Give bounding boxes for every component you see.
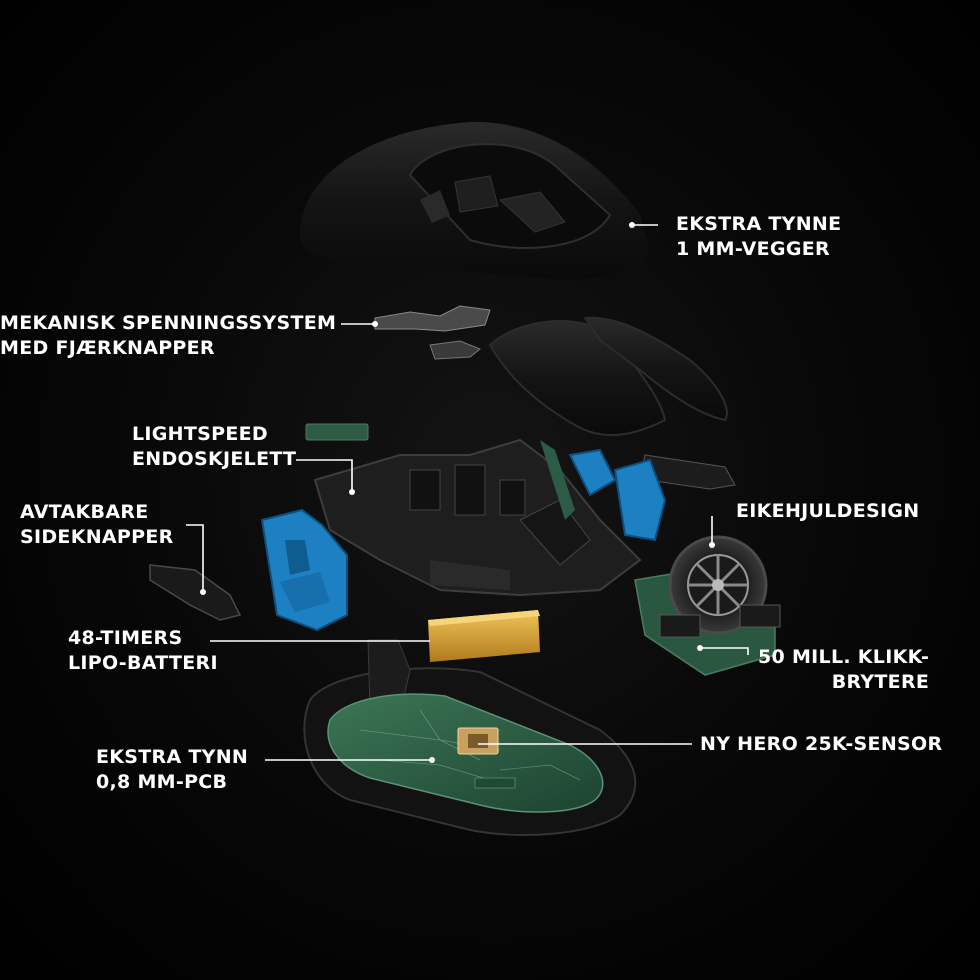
callout-switches-line2: BRYTERE [831, 671, 930, 693]
callout-tension-system: MEKANISK SPENNINGSSYSTEM MED FJÆRKNAPPER [0, 311, 336, 361]
callout-side-buttons-line1: AVTAKBARE [20, 501, 149, 523]
callout-side-buttons: AVTAKBARE SIDEKNAPPER [20, 500, 174, 550]
callout-wheel: EIKEHJULDESIGN [736, 499, 919, 524]
callout-battery-line2: LIPO-BATTERI [68, 652, 218, 674]
callout-pcb-line2: 0,8 MM-PCB [96, 771, 228, 793]
callout-sensor-line1: NY HERO 25K-SENSOR [700, 733, 943, 755]
callout-sensor: NY HERO 25K-SENSOR [700, 732, 942, 757]
callout-exoskeleton-line1: LIGHTSPEED [132, 423, 268, 445]
detachable-side-buttons [149, 564, 242, 621]
callout-wheel-line1: EIKEHJULDESIGN [736, 500, 920, 522]
click-buttons [488, 316, 728, 436]
blue-side-plate-right [540, 440, 667, 542]
switch-board [305, 423, 369, 441]
callout-exoskeleton: LIGHTSPEED ENDOSKJELETT [132, 422, 296, 472]
callout-exoskeleton-line2: ENDOSKJELETT [132, 448, 297, 470]
tension-spring-mechanism [374, 305, 491, 360]
leader-lines [186, 224, 749, 761]
callout-thin-walls: EKSTRA TYNNE 1 MM-VEGGER [676, 212, 841, 262]
lipo-battery [428, 610, 540, 662]
top-shell [300, 121, 650, 280]
callout-tension-system-line1: MEKANISK SPENNINGSSYSTEM [0, 312, 337, 334]
scroll-wheel-assembly [634, 535, 781, 676]
callout-pcb: EKSTRA TYNN 0,8 MM-PCB [96, 745, 248, 795]
callout-pcb-line1: EKSTRA TYNN [96, 746, 249, 768]
blue-side-plate-left [260, 508, 348, 632]
callout-switches-line1: 50 MILL. KLIKK- [758, 646, 930, 668]
leader-dots [200, 222, 715, 763]
main-pcb [327, 693, 604, 813]
callout-side-buttons-line2: SIDEKNAPPER [20, 526, 174, 548]
callout-battery-line1: 48-TIMERS [68, 627, 183, 649]
callout-thin-walls-line1: EKSTRA TYNNE [676, 213, 842, 235]
callout-thin-walls-line2: 1 MM-VEGGER [676, 238, 830, 260]
callout-tension-system-line2: MED FJÆRKNAPPER [0, 337, 215, 359]
callout-switches: 50 MILL. KLIKK- BRYTERE [758, 645, 929, 695]
callout-battery: 48-TIMERS LIPO-BATTERI [68, 626, 218, 676]
